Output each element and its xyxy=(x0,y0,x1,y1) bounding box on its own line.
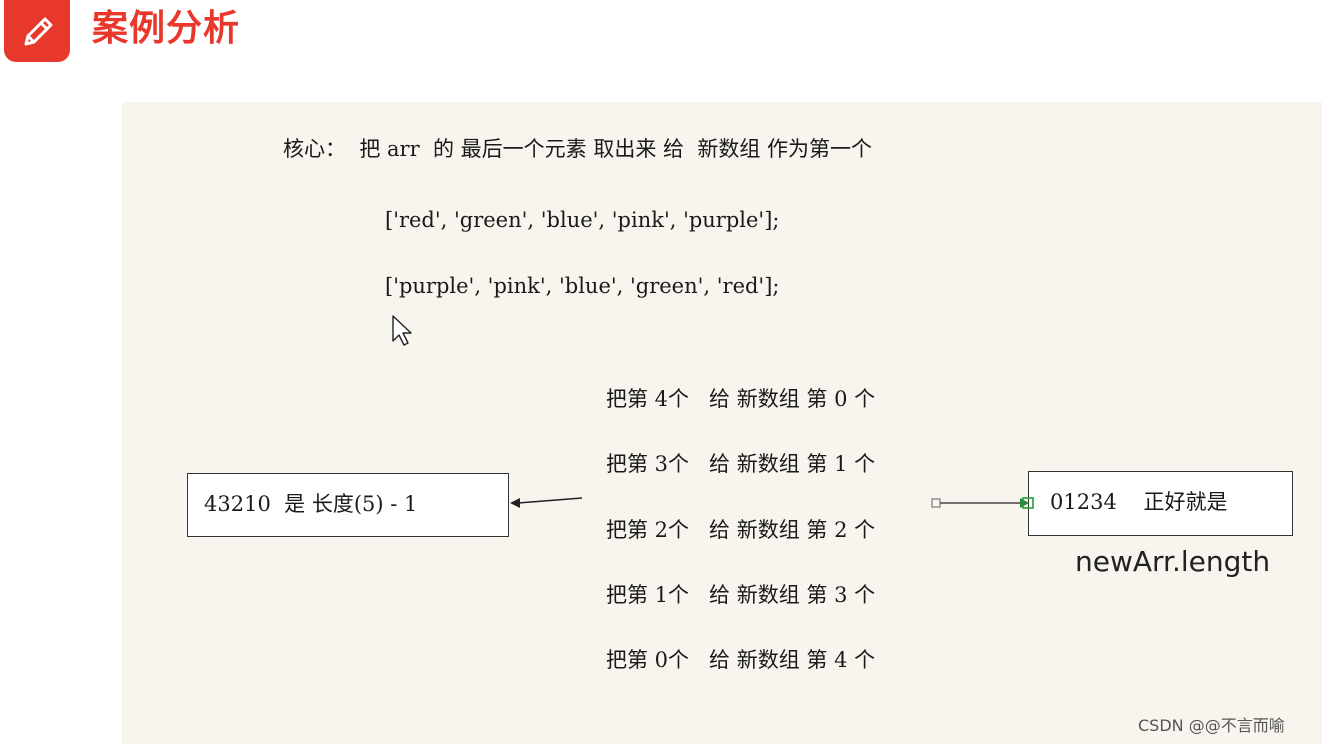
slide-panel xyxy=(122,102,1322,744)
step-line: 把第 2个 给 新数组 第 2 个 xyxy=(606,518,876,542)
core-description: 核心： 把 arr 的 最后一个元素 取出来 给 新数组 作为第一个 xyxy=(283,137,873,161)
reversed-array-text: ['purple', 'pink', 'blue', 'green', 'red… xyxy=(385,274,780,298)
index-explanation-box: 43210 是 长度(5) - 1 xyxy=(187,473,509,537)
new-index-explanation-box: 01234 正好就是 xyxy=(1028,471,1293,536)
page-title: 案例分析 xyxy=(92,8,241,49)
step-line: 把第 0个 给 新数组 第 4 个 xyxy=(606,648,876,672)
original-array-text: ['red', 'green', 'blue', 'pink', 'purple… xyxy=(385,208,780,232)
right-connector xyxy=(931,497,1034,509)
watermark: CSDN @@不言而喻 xyxy=(1138,716,1285,735)
new-array-length-label: newArr.length xyxy=(1075,545,1271,578)
step-line: 把第 1个 给 新数组 第 3 个 xyxy=(606,583,876,607)
step-line: 把第 4个 给 新数组 第 0 个 xyxy=(606,387,876,411)
pencil-badge xyxy=(4,0,70,62)
mouse-cursor-icon xyxy=(392,315,412,346)
step-line: 把第 3个 给 新数组 第 1 个 xyxy=(606,452,876,476)
pencil-icon xyxy=(24,17,53,46)
left-arrow xyxy=(510,497,583,508)
